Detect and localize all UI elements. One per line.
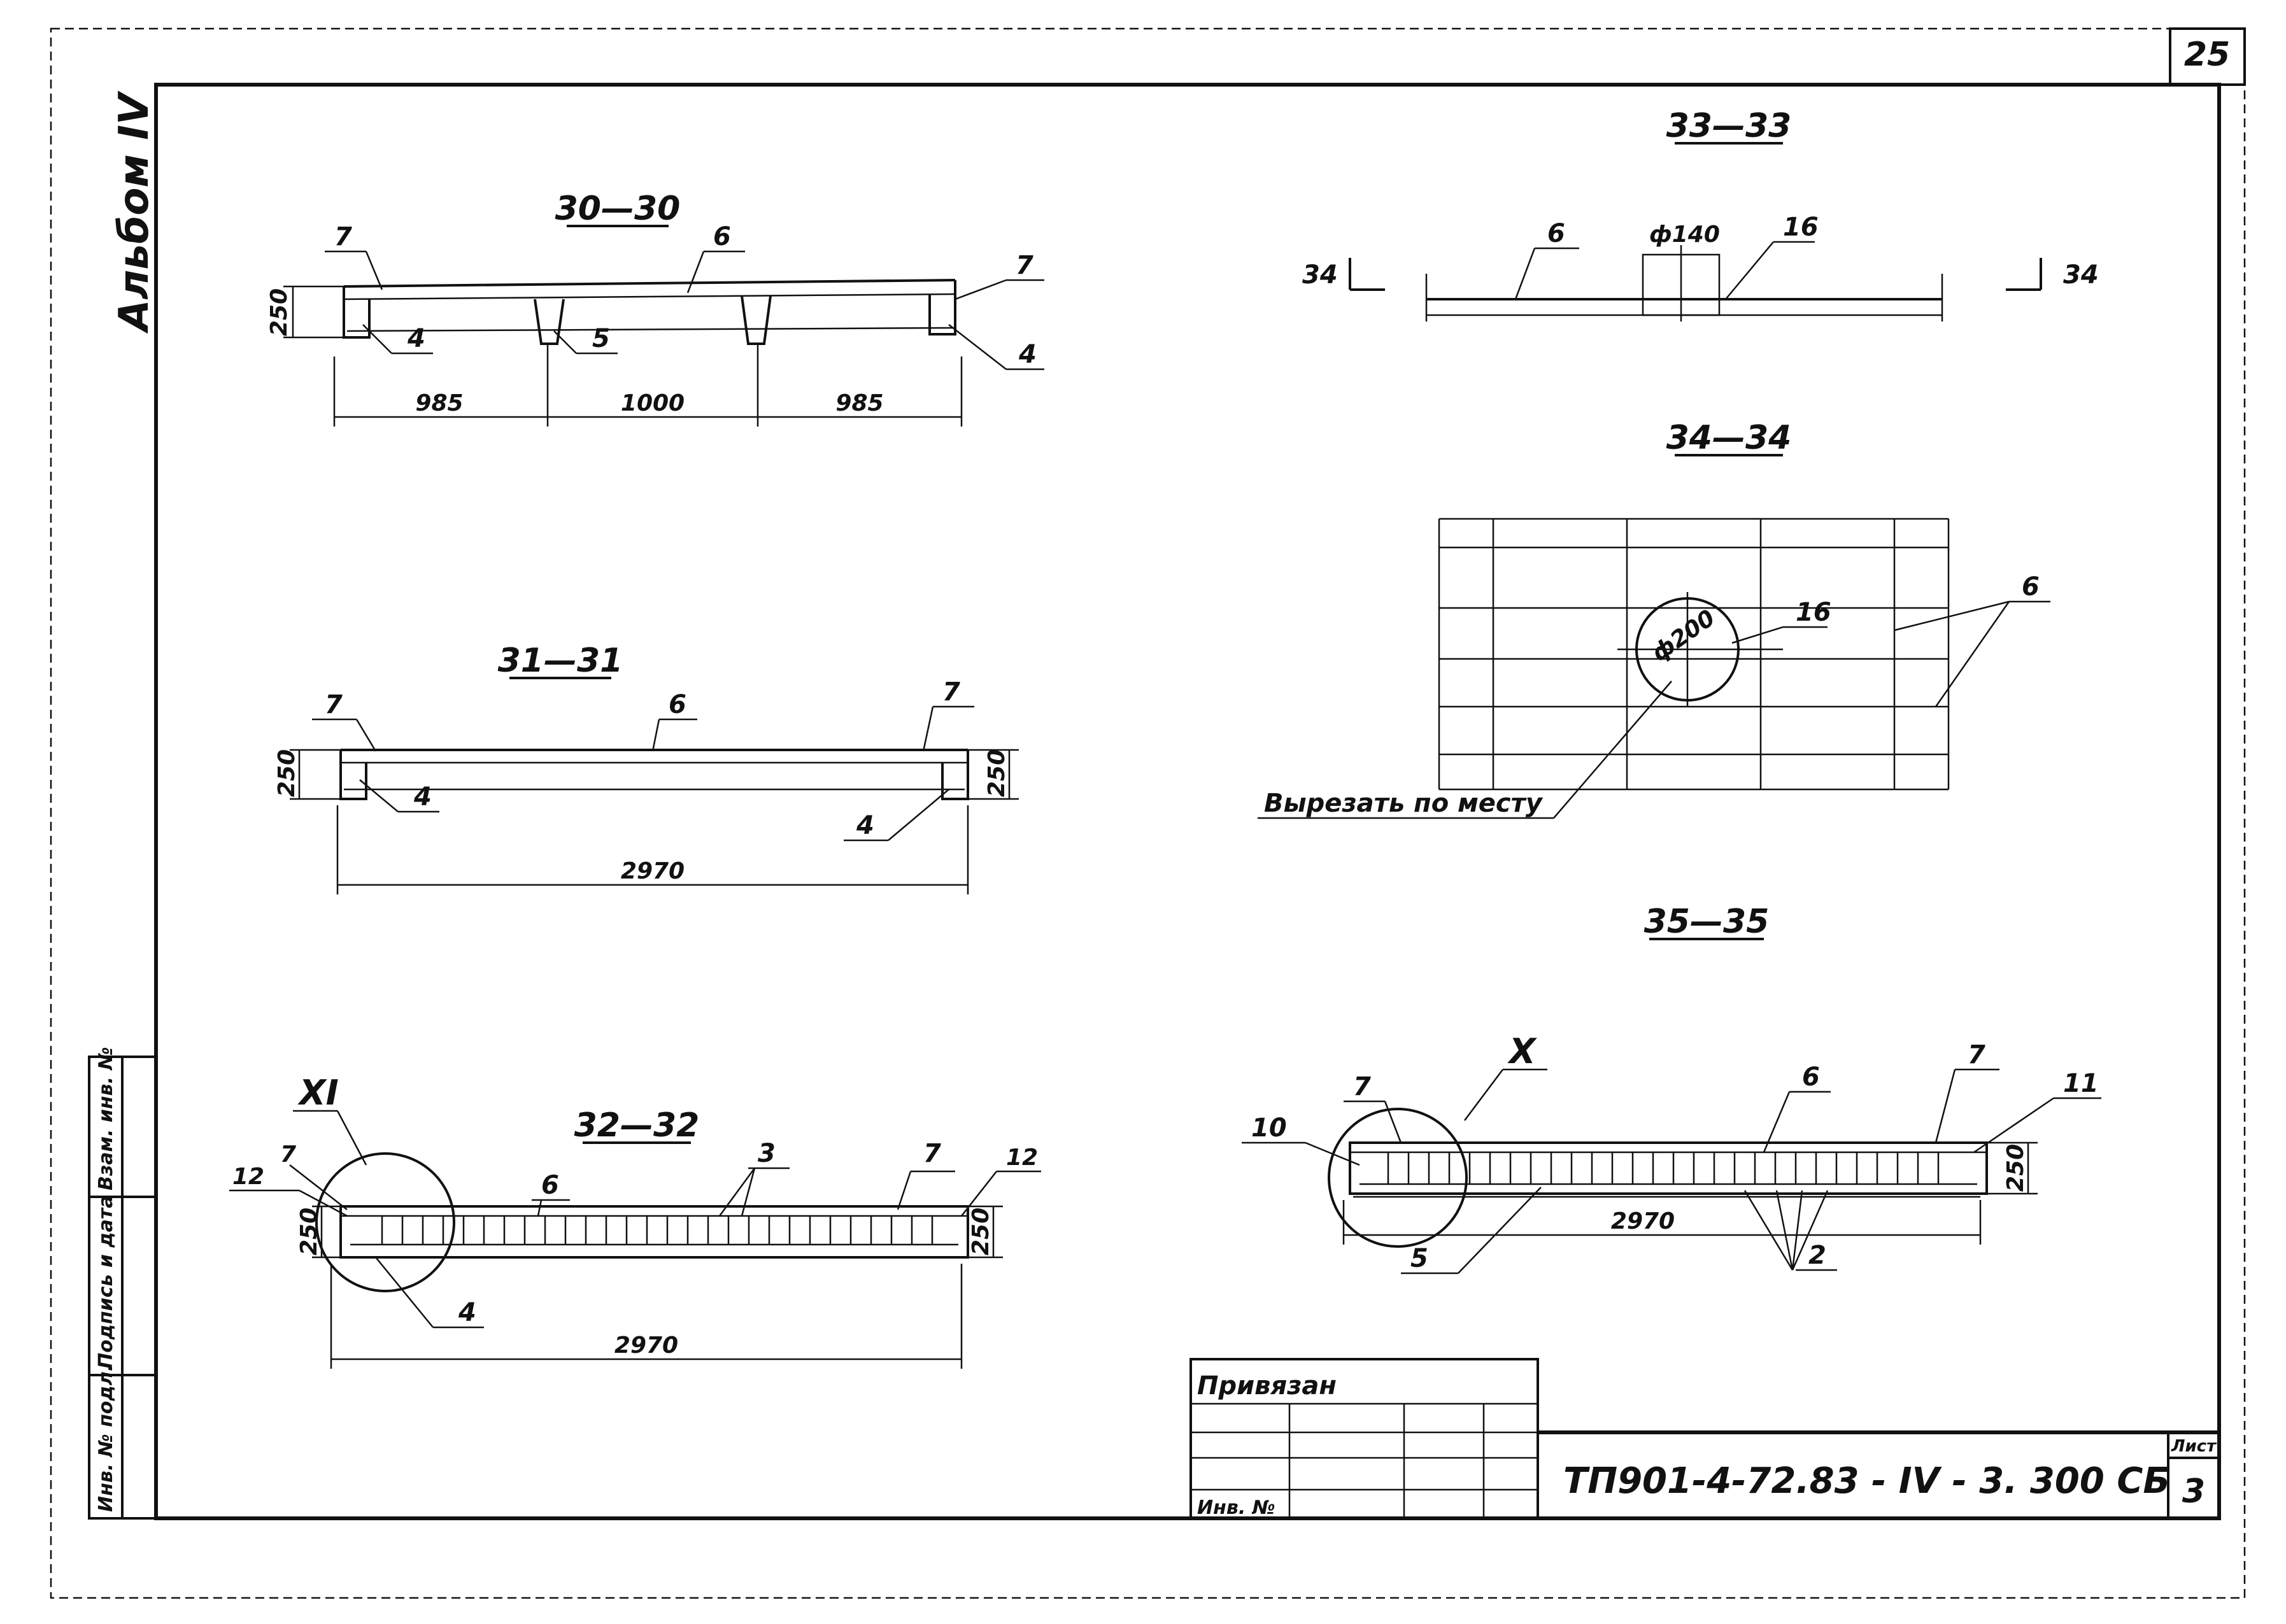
s30-dim-right: 985 (835, 390, 883, 416)
s32-callout-3: 3 (758, 1139, 776, 1168)
s35-stirrups (1387, 1152, 1940, 1184)
s35-callout-7-left: 7 (1353, 1072, 1371, 1101)
section-33-title: 33—33 (1666, 107, 1792, 145)
s35-callout-2: 2 (1808, 1241, 1826, 1270)
s31-callout-7-left: 7 (325, 690, 343, 719)
s32-callout-7-left: 7 (280, 1141, 296, 1168)
s34-callout-16: 16 (1796, 598, 1831, 627)
sheet-number: 3 (2182, 1472, 2205, 1511)
s31-callout-6: 6 (669, 690, 686, 719)
binding-table: Привязан Инв. № (1189, 1358, 1539, 1520)
s32-detail-mark: XI (297, 1073, 339, 1113)
s32-callout-12-left: 12 (232, 1164, 264, 1190)
s31-height-left: 250 (274, 749, 300, 797)
s30-height: 250 (266, 288, 292, 336)
s31-callout-4-left: 4 (413, 782, 432, 812)
page-number-box: 25 (2169, 27, 2246, 86)
s32-length: 2970 (614, 1332, 678, 1359)
s30-callout-5: 5 (592, 324, 610, 353)
s30-callout-7-left: 7 (334, 222, 352, 251)
s33-diameter: ф140 (1649, 222, 1720, 248)
s31-callout-7-right: 7 (942, 677, 960, 707)
s35-height: 250 (2003, 1144, 2029, 1192)
section-31-31: 31—31 7 6 7 4 4 250 250 2970 (274, 642, 1019, 894)
s31-height-right: 250 (984, 749, 1010, 797)
title-block: ТП901-4-72.83 - IV - 3. 300 СБ Лист 3 (1538, 1430, 2220, 1520)
s30-callout-4-right: 4 (1018, 340, 1037, 369)
s35-callout-7-right: 7 (1968, 1040, 1985, 1070)
sheet-label: Лист (2171, 1437, 2217, 1456)
s34-mesh-grid (1438, 518, 1950, 791)
s30-dim-left: 985 (415, 390, 463, 416)
s30-callout-7-right: 7 (1016, 251, 1033, 280)
stamp-inv-original: Инв. № подл. (95, 1364, 117, 1512)
section-35-title: 35—35 (1644, 903, 1770, 941)
s32-callout-7-right: 7 (923, 1139, 941, 1168)
section-30-title: 30—30 (555, 190, 681, 228)
s34-note: Вырезать по месту (1264, 789, 1544, 818)
s35-length: 2970 (1611, 1208, 1675, 1234)
s35-callout-5: 5 (1410, 1244, 1428, 1273)
inner-frame (154, 83, 2221, 1520)
s32-callout-4: 4 (458, 1298, 476, 1327)
section-34-title: 34—34 (1666, 419, 1792, 457)
s32-height-left: 250 (296, 1208, 322, 1255)
binding-inv-label: Инв. № (1197, 1497, 1275, 1519)
s34-callout-6: 6 (2022, 572, 2040, 602)
section-33-33: 33—33 ф140 6 16 34 34 (1302, 107, 2099, 321)
stamp-signature-date: Подпись и дата (95, 1196, 117, 1369)
s35-callout-6: 6 (1802, 1063, 1820, 1092)
s33-cut-right: 34 (2063, 260, 2099, 290)
s30-dim-middle: 1000 (621, 390, 685, 416)
section-32-title: 32—32 (574, 1106, 700, 1145)
stamp-replace-inv: Взам. инв. № (95, 1047, 117, 1190)
side-stamp: Инв. № подл. Подпись и дата Взам. инв. № (88, 1047, 157, 1520)
section-30-30: 30—30 7 6 7 4 5 4 250 985 100 (266, 190, 1044, 427)
s32-height-right: 250 (968, 1208, 994, 1255)
section-32-32: 32—32 XI 7 12 6 3 7 12 4 250 250 (229, 1073, 1041, 1369)
s30-callout-4-left: 4 (407, 324, 425, 353)
binding-title: Привязан (1197, 1371, 1337, 1401)
s30-callout-6: 6 (713, 222, 731, 251)
s31-length: 2970 (621, 858, 685, 884)
s32-callout-12-right: 12 (1006, 1145, 1038, 1171)
s35-callout-10: 10 (1251, 1113, 1287, 1143)
outer-frame (50, 27, 2246, 1599)
album-label: Альбом IV (111, 90, 158, 334)
s33-callout-16: 16 (1783, 213, 1819, 242)
section-35-35: 35—35 X 7 10 6 7 11 5 2 250 (1242, 903, 2101, 1274)
s33-callout-6: 6 (1547, 219, 1565, 248)
s35-callout-11: 11 (2063, 1069, 2099, 1098)
s34-diameter: ф200 (1647, 605, 1720, 667)
page-number: 25 (2184, 36, 2230, 74)
s32-callout-6: 6 (541, 1171, 559, 1200)
section-31-title: 31—31 (498, 642, 623, 680)
s35-detail-mark: X (1507, 1031, 1537, 1071)
s31-callout-4-right: 4 (856, 811, 874, 840)
designation: ТП901-4-72.83 - IV - 3. 300 СБ (1563, 1460, 2170, 1502)
section-34-34: 34—34 ф200 16 6 Вырезать по месту (1258, 419, 2050, 819)
s33-cut-left: 34 (1302, 260, 1338, 290)
s32-stirrups (381, 1216, 934, 1245)
